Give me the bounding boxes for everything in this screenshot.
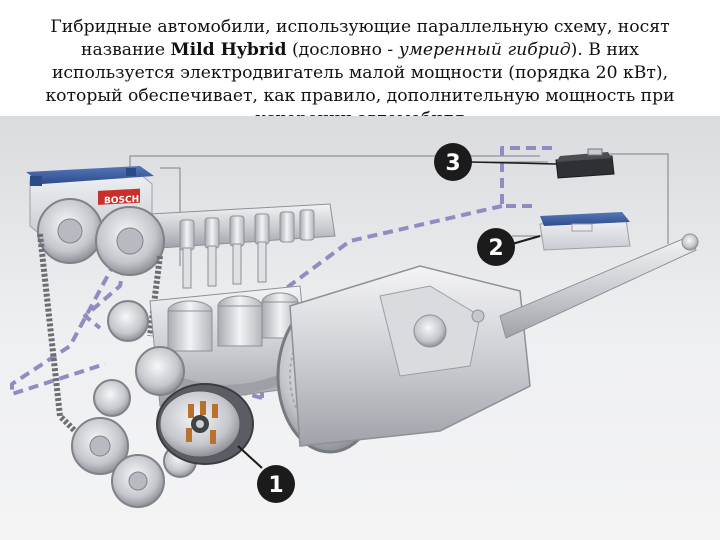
power-electronics-module: [555, 148, 615, 179]
callout-3: 3: [434, 143, 557, 181]
callout-1-label: 1: [268, 473, 283, 498]
caption-part-1: Гибридные автомобили, использующие парал…: [50, 17, 670, 60]
battery-brand-label: BOSCH: [104, 195, 139, 207]
caption-part-2: (дословно -: [286, 40, 399, 60]
caption-term-translation: умеренный гибрид: [398, 40, 571, 60]
caption-text: Гибридные автомобили, использующие парал…: [22, 16, 698, 131]
camshaft-assembly: [149, 203, 336, 289]
transmission: [289, 233, 699, 447]
callout-3-label: 3: [445, 151, 460, 176]
callout-1: 1: [237, 445, 295, 503]
caption-term: Mild Hybrid: [170, 40, 287, 60]
high-voltage-battery: [539, 212, 631, 251]
mild-hybrid-diagram: BOSCH: [0, 116, 720, 540]
callout-2-label: 2: [488, 236, 503, 261]
electric-motor: [156, 383, 254, 465]
callout-2: 2: [477, 228, 541, 266]
